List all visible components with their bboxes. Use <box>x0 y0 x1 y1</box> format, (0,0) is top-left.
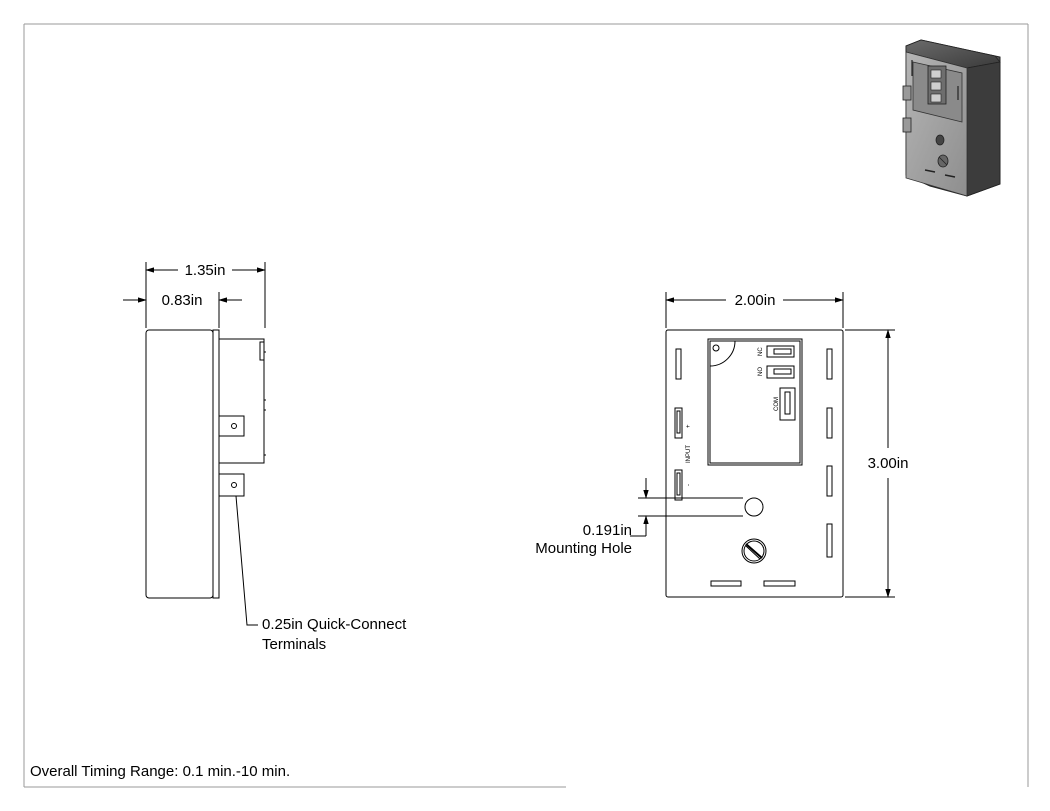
terminals-callout-line1: 0.25in Quick-Connect <box>262 616 407 633</box>
relay-window <box>707 338 803 466</box>
front-view <box>665 329 844 598</box>
mounting-hole <box>744 497 764 517</box>
dim-label-hole-diameter: 0.191in <box>583 522 632 539</box>
quick-connect-terminal-lower <box>218 473 245 497</box>
input-terminal-minus <box>674 469 683 501</box>
com-terminal <box>779 387 796 421</box>
side-view <box>145 329 266 599</box>
side-flange <box>212 329 220 599</box>
side-body <box>145 329 214 599</box>
dim-label-front-width: 2.00in <box>735 292 776 309</box>
terminals-callout-line2: Terminals <box>262 636 326 653</box>
dim-front-height <box>845 329 895 598</box>
dim-hole-diameter <box>630 478 743 537</box>
sheet-border <box>23 23 1029 788</box>
no-terminal <box>766 365 795 379</box>
mounting-hole-callout: Mounting Hole <box>535 540 632 557</box>
isometric-view <box>902 39 1001 197</box>
terminals-leader <box>235 495 258 626</box>
dim-side-body <box>123 292 242 328</box>
timing-range-note: Overall Timing Range: 0.1 min.-10 min. <box>30 763 290 780</box>
nc-terminal <box>766 345 795 358</box>
quick-connect-terminal-upper <box>218 415 245 437</box>
input-label: INPUT <box>686 445 692 463</box>
input-plus-label: + <box>686 424 692 428</box>
dim-label-front-height: 3.00in <box>868 455 909 472</box>
dim-label-side-total: 1.35in <box>185 262 226 279</box>
dim-label-side-body: 0.83in <box>162 292 203 309</box>
front-plate <box>665 329 844 598</box>
nc-label: NC <box>758 347 764 356</box>
dim-front-width <box>665 292 844 328</box>
input-minus-label: - <box>686 484 692 486</box>
adjustment-screw <box>741 538 767 564</box>
no-label: NO <box>758 367 764 376</box>
com-label: COM <box>774 397 780 411</box>
side-relay-block <box>218 338 265 464</box>
input-terminal-plus <box>674 407 683 439</box>
